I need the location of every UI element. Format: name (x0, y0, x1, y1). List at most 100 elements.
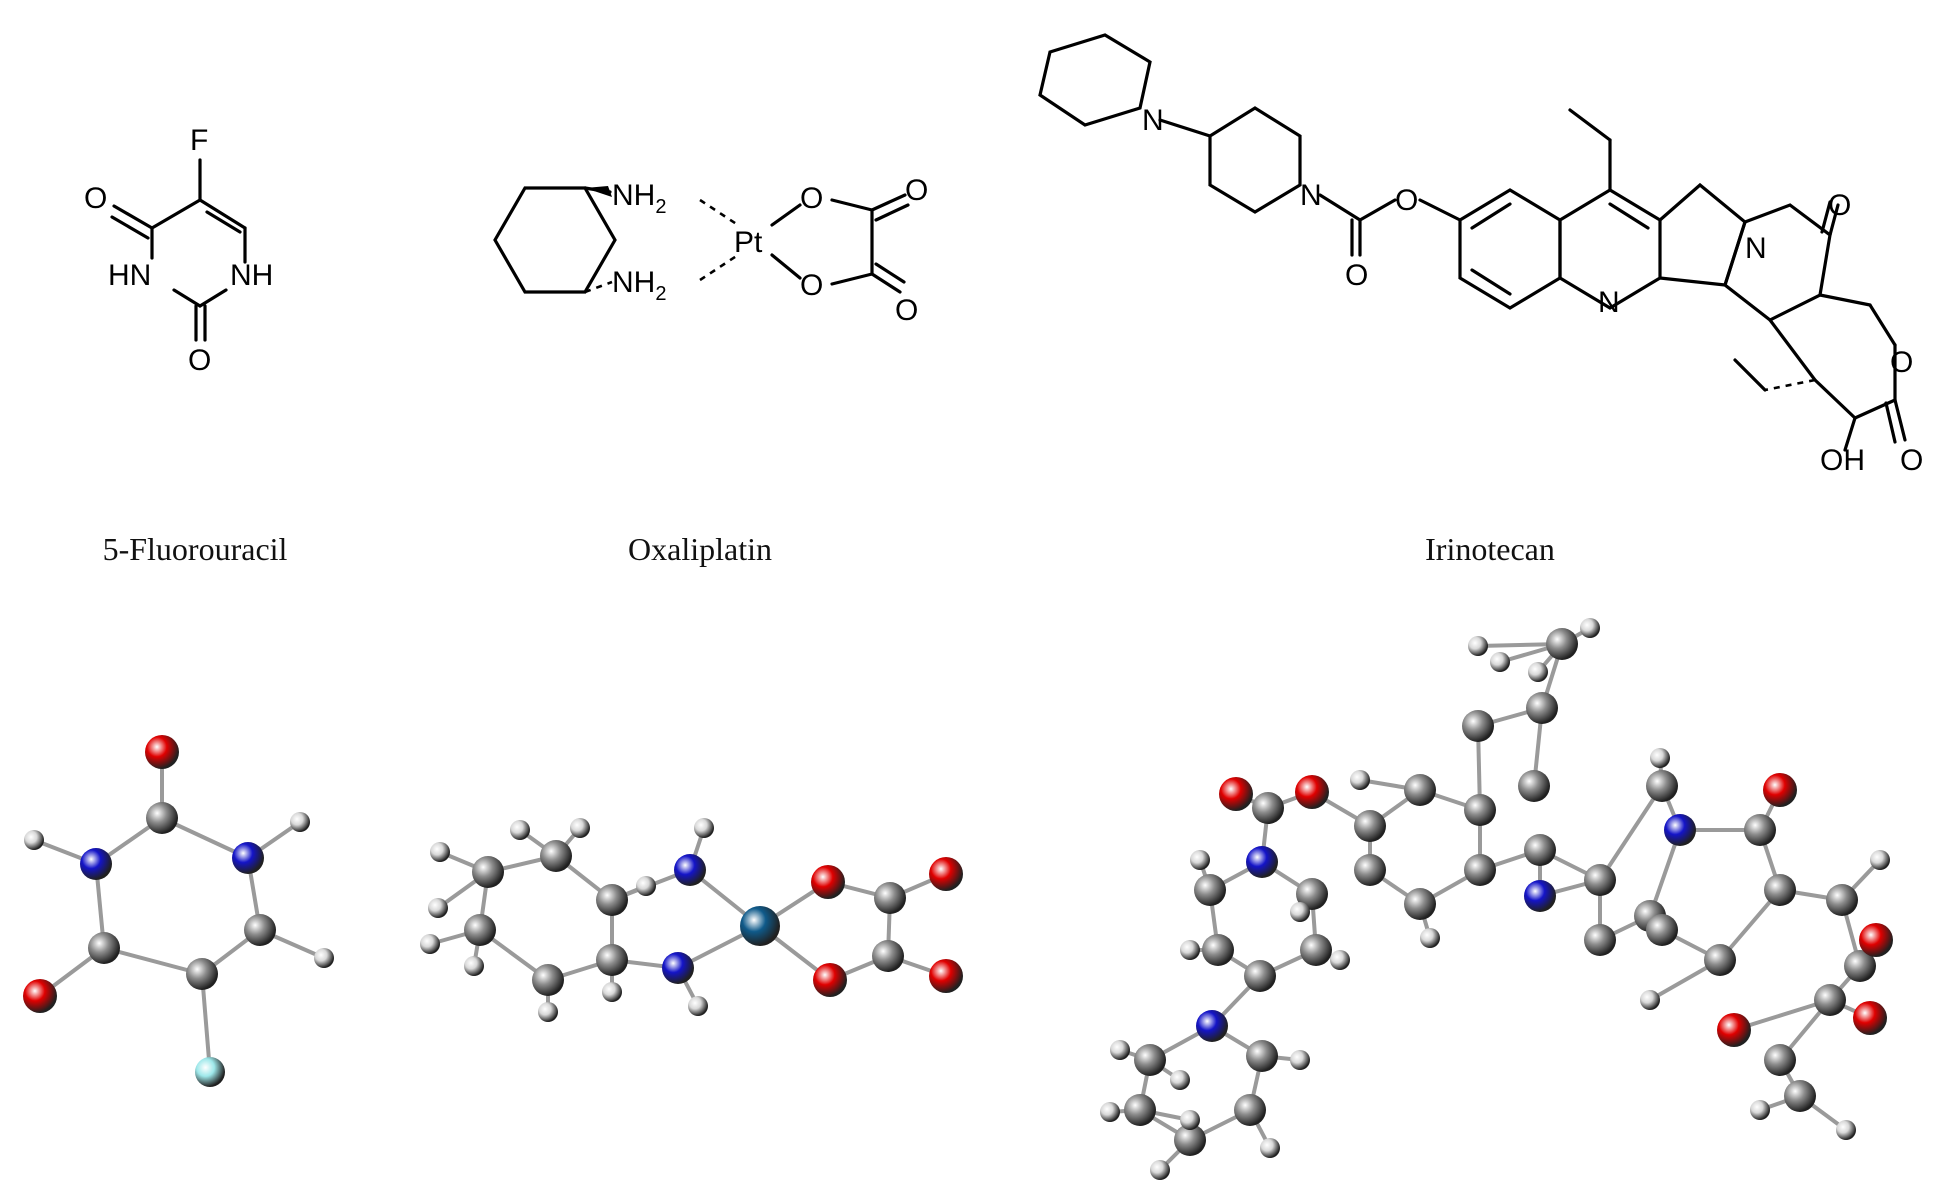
atom-ball-h (1180, 1110, 1200, 1130)
atom-ball-h (1580, 618, 1600, 638)
atom-label-o: O (1345, 259, 1368, 292)
atom-ball-c (1354, 810, 1386, 842)
atom-ball-c (1464, 854, 1496, 886)
atom-label-f: F (190, 124, 208, 157)
atom-ball-c (1234, 1094, 1266, 1126)
atom-ball-h (430, 842, 450, 862)
atom-label-o: O (1395, 184, 1418, 217)
atom-ball-c (1354, 854, 1386, 886)
atom-ball-h (1290, 902, 1310, 922)
atom-label-nh2: NH2 (612, 266, 666, 305)
atom-ball-o (1859, 923, 1893, 957)
atom-ball-h (1420, 928, 1440, 948)
atom-ball-h (464, 956, 484, 976)
atom-ball-c (88, 932, 120, 964)
atom-ball-c (1202, 934, 1234, 966)
atom-ball-h (570, 818, 590, 838)
atom-ball-c (540, 840, 572, 872)
atom-label-nh: NH (230, 259, 273, 292)
atom-label-nh2: NH2 (612, 179, 666, 218)
atom-ball-c (1826, 884, 1858, 916)
atom-ball-f (195, 1057, 225, 1087)
atom-label-oh: OH (1820, 444, 1865, 477)
atom-ball-c (596, 884, 628, 916)
atom-ball-c (244, 914, 276, 946)
atom-label-n: N (1598, 286, 1620, 319)
atom-ball-o (23, 979, 57, 1013)
atom-ball-h (1490, 652, 1510, 672)
atom-ball-h (314, 948, 334, 968)
atom-ball-n (80, 848, 112, 880)
atom-label-o: O (1828, 189, 1851, 222)
atom-ball-h (1110, 1040, 1130, 1060)
irinotecan-3d-model (1100, 618, 1893, 1180)
atom-ball-h (1870, 850, 1890, 870)
atom-label-o: O (905, 174, 928, 207)
atom-ball-h (1180, 940, 1200, 960)
atom-ball-c (872, 940, 904, 972)
atom-ball-h (1150, 1160, 1170, 1180)
atom-label-o: O (1890, 346, 1913, 379)
atom-ball-c (1134, 1044, 1166, 1076)
atom-ball-c (1518, 770, 1550, 802)
atom-ball-c (1844, 950, 1876, 982)
atom-ball-c (1296, 878, 1328, 910)
atom-ball-pt (740, 906, 780, 946)
atom-ball-h (1640, 990, 1660, 1010)
atom-ball-c (464, 914, 496, 946)
bond-stick (102, 946, 204, 976)
atom-ball-o (1219, 777, 1253, 811)
atom-ball-c (874, 882, 906, 914)
atom-ball-o (1763, 773, 1797, 807)
oxaliplatin-3d-model (420, 818, 963, 1022)
atom-ball-c (1764, 874, 1796, 906)
atom-ball-c (1646, 914, 1678, 946)
atom-ball-o (811, 865, 845, 899)
irinotecan-structure: N N O O N N O O O OH (1038, 33, 1923, 477)
atom-label-o: O (800, 182, 823, 215)
atom-ball-h (1750, 1100, 1770, 1120)
atom-ball-o (1717, 1013, 1751, 1047)
atom-label-o: O (188, 344, 211, 377)
atom-ball-h (420, 934, 440, 954)
atom-ball-c (1546, 628, 1578, 660)
atom-ball-h (1170, 1070, 1190, 1090)
atom-ball-c (1252, 792, 1284, 824)
atom-ball-o (1295, 775, 1329, 809)
atom-ball-c (472, 856, 504, 888)
bond-stick (1598, 784, 1664, 882)
atom-ball-h (1290, 1050, 1310, 1070)
atom-ball-n (232, 842, 264, 874)
atom-ball-c (596, 944, 628, 976)
atom-ball-h (1468, 636, 1488, 656)
atom-ball-c (1584, 864, 1616, 896)
atom-ball-c (1704, 944, 1736, 976)
atom-ball-h (510, 820, 530, 840)
atom-ball-n (674, 854, 706, 886)
atom-ball-c (1404, 888, 1436, 920)
atom-label-o: O (895, 294, 918, 327)
atom-ball-c (1194, 874, 1226, 906)
atom-label-o: O (84, 182, 107, 215)
atom-ball-c (186, 958, 218, 990)
atom-ball-n (1524, 880, 1556, 912)
atom-ball-n (662, 952, 694, 984)
atom-ball-h (1100, 1102, 1120, 1122)
atom-ball-h (1350, 770, 1370, 790)
atom-ball-c (1174, 1124, 1206, 1156)
atom-ball-h (1528, 662, 1548, 682)
atom-ball-h (1260, 1138, 1280, 1158)
atom-ball-o (813, 963, 847, 997)
atom-ball-h (538, 1002, 558, 1022)
atom-ball-h (1650, 748, 1670, 768)
atom-ball-n (1246, 846, 1278, 878)
atom-ball-h (24, 830, 44, 850)
atom-ball-h (428, 898, 448, 918)
atom-ball-h (1190, 850, 1210, 870)
atom-ball-n (1196, 1010, 1228, 1042)
atom-ball-c (1300, 934, 1332, 966)
atom-ball-c (532, 964, 564, 996)
atom-ball-o (929, 959, 963, 993)
atom-label-hn: HN (108, 259, 151, 292)
atom-ball-h (694, 818, 714, 838)
